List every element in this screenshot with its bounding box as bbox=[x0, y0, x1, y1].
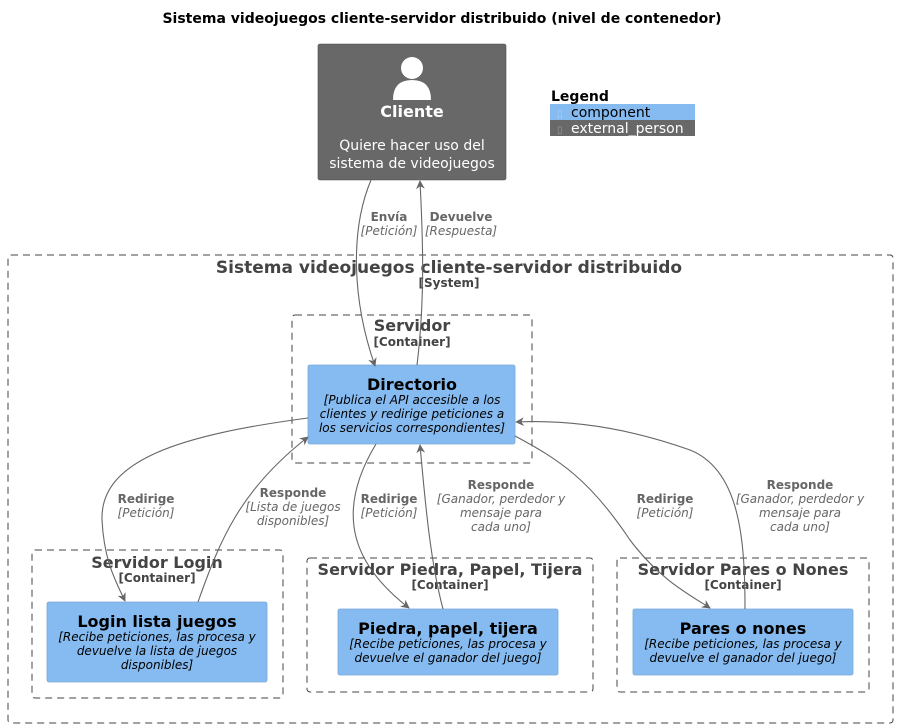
legend-item-component: component bbox=[571, 105, 651, 121]
edge-label-text: Responde bbox=[260, 486, 327, 500]
boundary-login: Servidor Login [Container] bbox=[31, 549, 284, 699]
component-directorio[interactable]: Directorio [Publica el API accesible a l… bbox=[307, 364, 516, 445]
legend-title: Legend bbox=[551, 89, 609, 105]
edge-label-text: Redirige bbox=[637, 492, 694, 506]
boundary-login-title: Servidor Login bbox=[91, 553, 223, 572]
system-boundary: Sistema videojuegos cliente-servidor dis… bbox=[7, 254, 894, 724]
component-ppt-title: Piedra, papel, tijera bbox=[358, 619, 538, 638]
component-ppt-desc: [Recibe peticiones, las procesa y bbox=[349, 637, 547, 651]
edge-label-tech: cada uno] bbox=[471, 520, 531, 534]
system-boundary-title: Sistema videojuegos cliente-servidor dis… bbox=[216, 258, 682, 278]
edge-responde-pares bbox=[515, 417, 746, 610]
edge-label-devuelve: Devuelve [Respuesta] bbox=[425, 210, 498, 238]
edge-label-tech: [Lista de juegos bbox=[245, 500, 340, 514]
edge-label-tech: [Petición] bbox=[361, 224, 418, 238]
legend-item-external-person: external_person bbox=[571, 121, 684, 137]
edge-label-redirige-ppt: Redirige [Petición] bbox=[361, 492, 418, 520]
edge-label-text: Redirige bbox=[118, 492, 175, 506]
boundary-servidor-title: Servidor bbox=[374, 316, 451, 335]
edge-responde-login bbox=[197, 436, 309, 603]
legend: Legend ▯ component ▯ external_person bbox=[550, 89, 695, 137]
component-pares-desc: [Recibe peticiones, las procesa y bbox=[644, 637, 842, 651]
edge-label-tech: mensaje para bbox=[460, 506, 542, 520]
edge-redirige-pares bbox=[514, 435, 711, 609]
component-login-desc: [Recibe peticiones, las procesa y bbox=[58, 630, 256, 644]
edge-label-tech: cada uno] bbox=[770, 520, 830, 534]
edge-label-text: Devuelve bbox=[430, 210, 493, 224]
edge-label-text: Responde bbox=[468, 478, 535, 492]
edge-label-tech: [Ganador, perdedor y bbox=[736, 492, 865, 506]
edge-label-responde-pares: Responde [Ganador, perdedor y mensaje pa… bbox=[736, 478, 865, 534]
component-login-title: Login lista juegos bbox=[77, 612, 236, 631]
edge-label-responde-ppt: Responde [Ganador, perdedor y mensaje pa… bbox=[437, 478, 566, 534]
boundary-servidor-type: [Container] bbox=[373, 335, 450, 349]
edge-label-tech: [Ganador, perdedor y bbox=[437, 492, 566, 506]
component-login[interactable]: Login lista juegos [Recibe peticiones, l… bbox=[46, 601, 268, 683]
person-cliente[interactable]: Cliente Quiere hacer uso del sistema de … bbox=[317, 43, 507, 181]
person-icon bbox=[393, 57, 431, 100]
component-directorio-desc: clientes y redirige peticiones a bbox=[320, 407, 504, 421]
edge-label-tech: mensaje para bbox=[759, 506, 841, 520]
boundary-ppt-title: Servidor Piedra, Papel, Tijera bbox=[318, 560, 583, 579]
diagram-title: Sistema videojuegos cliente-servidor dis… bbox=[162, 11, 721, 27]
system-boundary-type: [System] bbox=[419, 276, 480, 290]
edge-label-responde-login: Responde [Lista de juegos disponibles] bbox=[245, 486, 340, 528]
component-directorio-desc: [Publica el API accesible a los bbox=[324, 393, 501, 407]
boundary-ppt-type: [Container] bbox=[411, 578, 488, 592]
person-desc-line1: Quiere hacer uso del bbox=[339, 138, 484, 154]
component-login-desc: disponibles] bbox=[121, 658, 194, 672]
boundary-pares: Servidor Pares o Nones [Container] bbox=[616, 557, 870, 693]
component-login-desc: devuelve la lista de juegos bbox=[77, 644, 237, 658]
component-ppt-desc: devuelve el ganador del juego] bbox=[354, 651, 541, 665]
person-name: Cliente bbox=[380, 102, 444, 121]
component-pares-title: Pares o nones bbox=[680, 619, 807, 638]
person-desc-line2: sistema de videojuegos bbox=[329, 156, 495, 172]
edge-responde-ppt bbox=[416, 444, 444, 610]
edge-devuelve bbox=[416, 180, 425, 366]
edge-label-redirige-login: Redirige [Petición] bbox=[118, 492, 175, 520]
boundary-pares-title: Servidor Pares o Nones bbox=[638, 560, 849, 579]
legend-swatch-external-person bbox=[550, 120, 695, 136]
edge-label-text: Envía bbox=[371, 210, 408, 224]
edge-label-text: Responde bbox=[767, 478, 834, 492]
component-ppt[interactable]: Piedra, papel, tijera [Recibe peticiones… bbox=[337, 608, 559, 676]
component-pares-desc: devuelve el ganador del juego] bbox=[649, 651, 836, 665]
boundary-login-type: [Container] bbox=[118, 571, 195, 585]
edge-label-tech: [Petición] bbox=[361, 506, 418, 520]
edge-redirige-ppt bbox=[352, 443, 410, 609]
legend-glyph: ▯ bbox=[557, 125, 563, 136]
boundary-servidor: Servidor [Container] bbox=[291, 314, 533, 464]
edge-envia bbox=[355, 179, 377, 367]
component-pares[interactable]: Pares o nones [Recibe peticiones, las pr… bbox=[632, 608, 854, 676]
edge-label-envia: Envía [Petición] bbox=[361, 210, 418, 238]
edge-redirige-login bbox=[101, 417, 309, 602]
edge-label-tech: [Respuesta] bbox=[425, 224, 498, 238]
edge-label-tech: [Petición] bbox=[637, 506, 694, 520]
component-directorio-desc: los servicios correspondientes] bbox=[319, 421, 505, 435]
boundary-pares-type: [Container] bbox=[704, 578, 781, 592]
edge-label-tech: disponibles] bbox=[257, 514, 330, 528]
legend-glyph: ▯ bbox=[557, 109, 563, 120]
edge-label-redirige-pares: Redirige [Petición] bbox=[637, 492, 694, 520]
edge-label-tech: [Petición] bbox=[118, 506, 175, 520]
legend-swatch-component bbox=[550, 104, 695, 120]
edge-label-text: Redirige bbox=[361, 492, 418, 506]
component-directorio-title: Directorio bbox=[367, 375, 457, 394]
boundary-ppt: Servidor Piedra, Papel, Tijera [Containe… bbox=[306, 557, 594, 693]
